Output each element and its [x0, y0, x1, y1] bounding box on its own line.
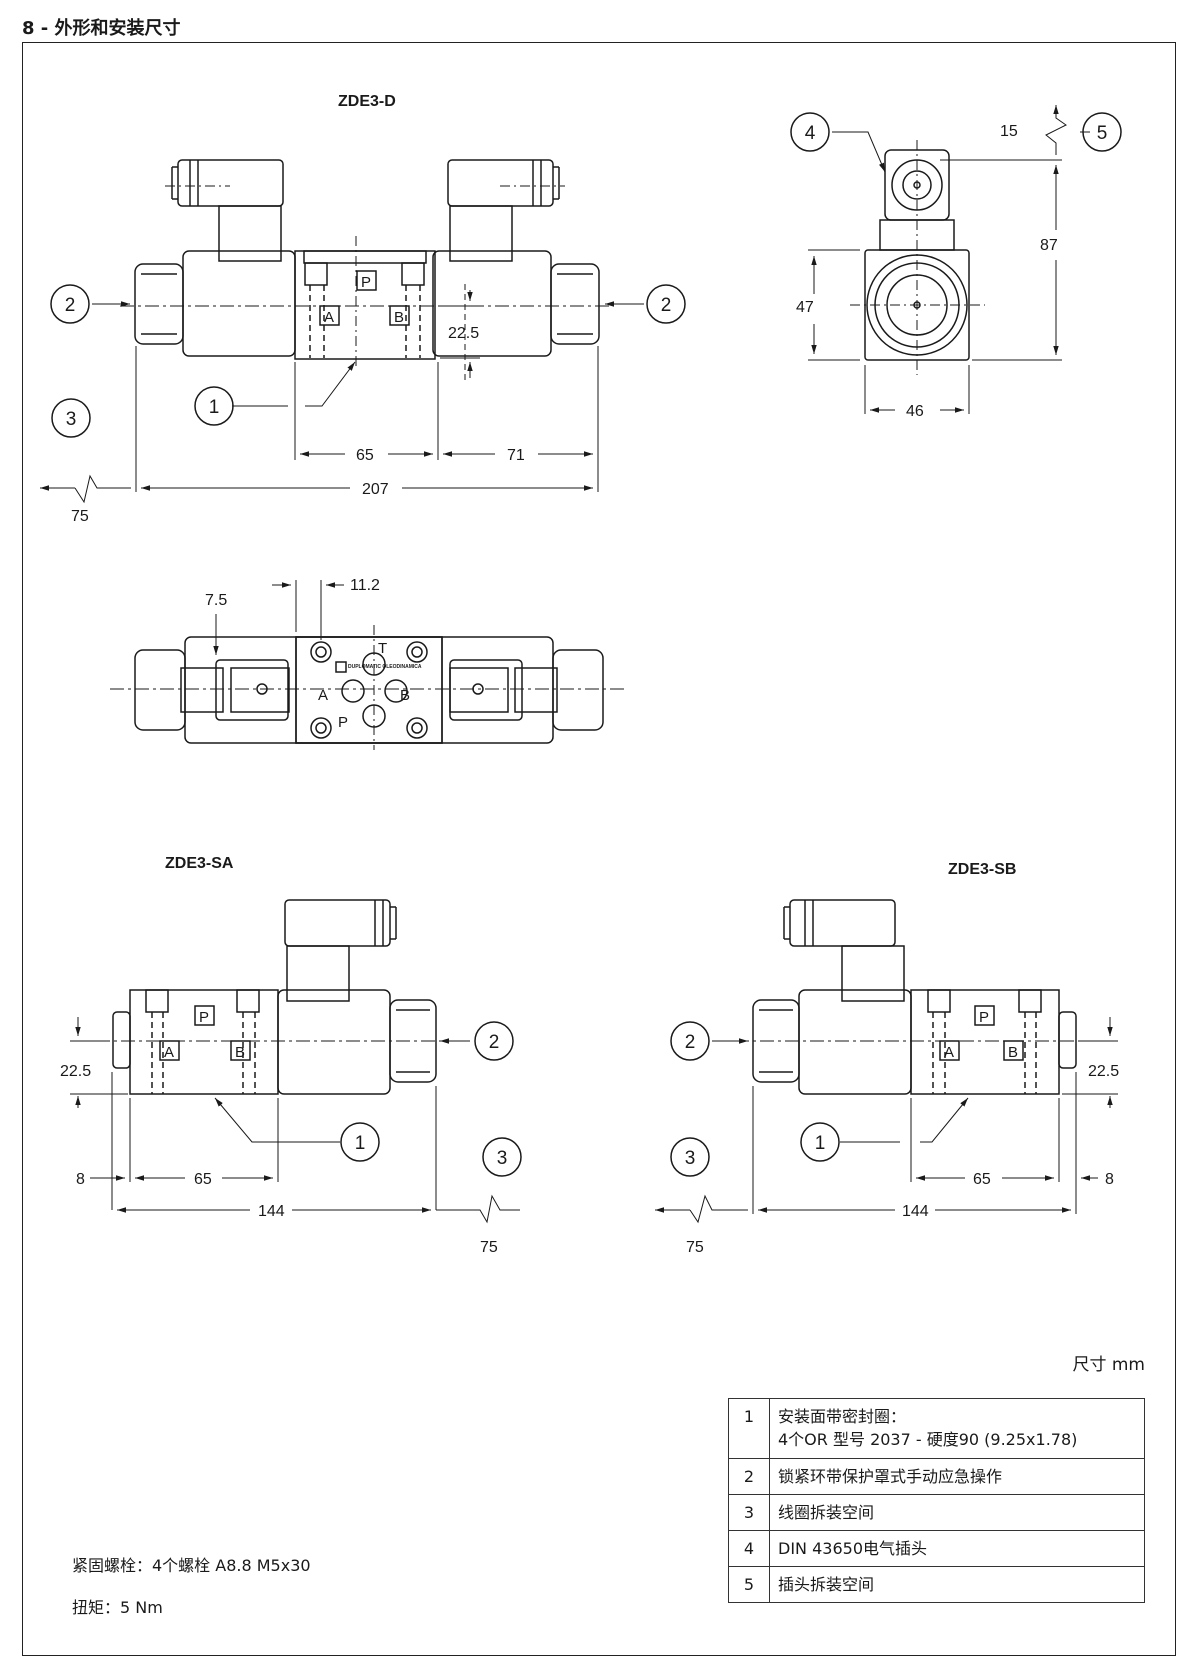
- legend-row: 3 线圈拆装空间: [728, 1494, 1145, 1531]
- legend-num: 1: [728, 1398, 770, 1459]
- callout-2-left-d: [50, 284, 90, 324]
- legend-num: 2: [728, 1458, 770, 1495]
- zde3-sb-view: [735, 899, 1090, 1095]
- port-t-top: T: [378, 640, 387, 657]
- dim-8-sb: 8: [1105, 1171, 1114, 1188]
- callout-num-3: 3: [66, 409, 77, 430]
- legend-row: 1 安装面带密封圈：4个OR 型号 2037 - 硬度90 (9.25x1.78…: [728, 1398, 1145, 1459]
- callout-3-sb: [670, 1137, 710, 1177]
- callout-num-5: 5: [1097, 123, 1108, 144]
- dim-65-d: 65: [356, 447, 374, 464]
- legend-num: 4: [728, 1530, 770, 1567]
- port-a-d: A: [324, 309, 334, 326]
- units-label: 尺寸 mm: [1072, 1355, 1145, 1375]
- legend-text: 锁紧环带保护罩式手动应急操作: [769, 1458, 1145, 1495]
- callout-3-sa: [482, 1137, 522, 1177]
- dim-46-side: 46: [906, 403, 924, 420]
- legend-text: 线圈拆装空间: [769, 1494, 1145, 1531]
- callout-num-1: 1: [355, 1133, 366, 1154]
- port-b-sb: B: [1008, 1044, 1018, 1061]
- callout-3-d: [51, 398, 91, 438]
- port-p-d: P: [361, 274, 371, 291]
- legend-row: 5 插头拆装空间: [728, 1566, 1145, 1603]
- port-p-sb: P: [979, 1009, 989, 1026]
- legend-text: DIN 43650电气插头: [769, 1530, 1145, 1567]
- top-view: [110, 625, 628, 750]
- callout-4-side: [790, 112, 830, 152]
- torque-note: 扭矩：5 Nm: [72, 1598, 163, 1617]
- callout-5-side: [1082, 112, 1122, 152]
- callout-num-3: 3: [497, 1148, 508, 1169]
- legend-text: 安装面带密封圈：4个OR 型号 2037 - 硬度90 (9.25x1.78): [769, 1398, 1145, 1459]
- legend-table: 1 安装面带密封圈：4个OR 型号 2037 - 硬度90 (9.25x1.78…: [728, 1398, 1145, 1603]
- label-zde3-sa: ZDE3-SA: [165, 855, 234, 872]
- label-zde3-d: ZDE3-D: [338, 93, 396, 110]
- callout-2-sb: [670, 1021, 710, 1061]
- label-zde3-sb: ZDE3-SB: [948, 861, 1016, 878]
- dim-22-5-sb: 22.5: [1088, 1063, 1119, 1080]
- callout-1-sb: [800, 1122, 840, 1162]
- dim-65-sb: 65: [973, 1171, 991, 1188]
- callout-1-d: [194, 386, 234, 426]
- callout-num-4: 4: [805, 123, 816, 144]
- dim-75-sa: 75: [480, 1239, 498, 1256]
- dim-7-5-top: 7.5: [205, 592, 227, 609]
- callout-num-2: 2: [661, 295, 672, 316]
- port-p-top: P: [338, 714, 348, 731]
- dim-22-5-sa: 22.5: [60, 1063, 91, 1080]
- dim-144-sb: 144: [902, 1203, 929, 1220]
- legend-text: 插头拆装空间: [769, 1566, 1145, 1603]
- dim-22-5-d: 22.5: [448, 325, 479, 342]
- dim-71-d: 71: [507, 447, 525, 464]
- callout-num-1: 1: [209, 397, 220, 418]
- legend-row: 2 锁紧环带保护罩式手动应急操作: [728, 1458, 1145, 1495]
- legend-num: 5: [728, 1566, 770, 1603]
- dim-65-sa: 65: [194, 1171, 212, 1188]
- port-b-d: B: [394, 309, 404, 326]
- callout-num-1: 1: [815, 1133, 826, 1154]
- zde3-d-front-view: [120, 159, 612, 380]
- drawing-frame: [22, 42, 1176, 1656]
- logo-text: DUPLOMATIC OLEODINAMICA: [348, 664, 422, 670]
- port-b-sa: B: [235, 1044, 245, 1061]
- dim-87-side: 87: [1040, 237, 1058, 254]
- port-a-sb: A: [944, 1044, 954, 1061]
- bolts-note: 紧固螺栓：4个螺栓 A8.8 M5x30: [72, 1556, 311, 1575]
- zde3-sa-view: [96, 899, 448, 1095]
- dim-47-side: 47: [796, 299, 814, 316]
- dim-75-sb: 75: [686, 1239, 704, 1256]
- page-title: 8 - 外形和安装尺寸: [22, 18, 181, 39]
- callout-num-3: 3: [685, 1148, 696, 1169]
- dim-11-2-top: 11.2: [350, 577, 380, 594]
- dim-15-side: 15: [1000, 123, 1018, 140]
- callout-1-sa: [340, 1122, 380, 1162]
- port-b-top: B: [400, 687, 410, 704]
- legend-num: 3: [728, 1494, 770, 1531]
- legend-row: 4 DIN 43650电气插头: [728, 1530, 1145, 1567]
- dim-144-sa: 144: [258, 1203, 285, 1220]
- port-a-top: A: [318, 687, 328, 704]
- port-p-sa: P: [199, 1009, 209, 1026]
- dim-75-d: 75: [71, 508, 89, 525]
- callout-num-2: 2: [65, 295, 76, 316]
- port-a-sa: A: [164, 1044, 174, 1061]
- dim-8-sa: 8: [76, 1171, 85, 1188]
- dim-207-d: 207: [362, 481, 389, 498]
- callout-num-2: 2: [685, 1032, 696, 1053]
- callout-num-2: 2: [489, 1032, 500, 1053]
- side-view: [850, 140, 985, 375]
- callout-2-right-d: [646, 284, 686, 324]
- callout-2-sa: [474, 1021, 514, 1061]
